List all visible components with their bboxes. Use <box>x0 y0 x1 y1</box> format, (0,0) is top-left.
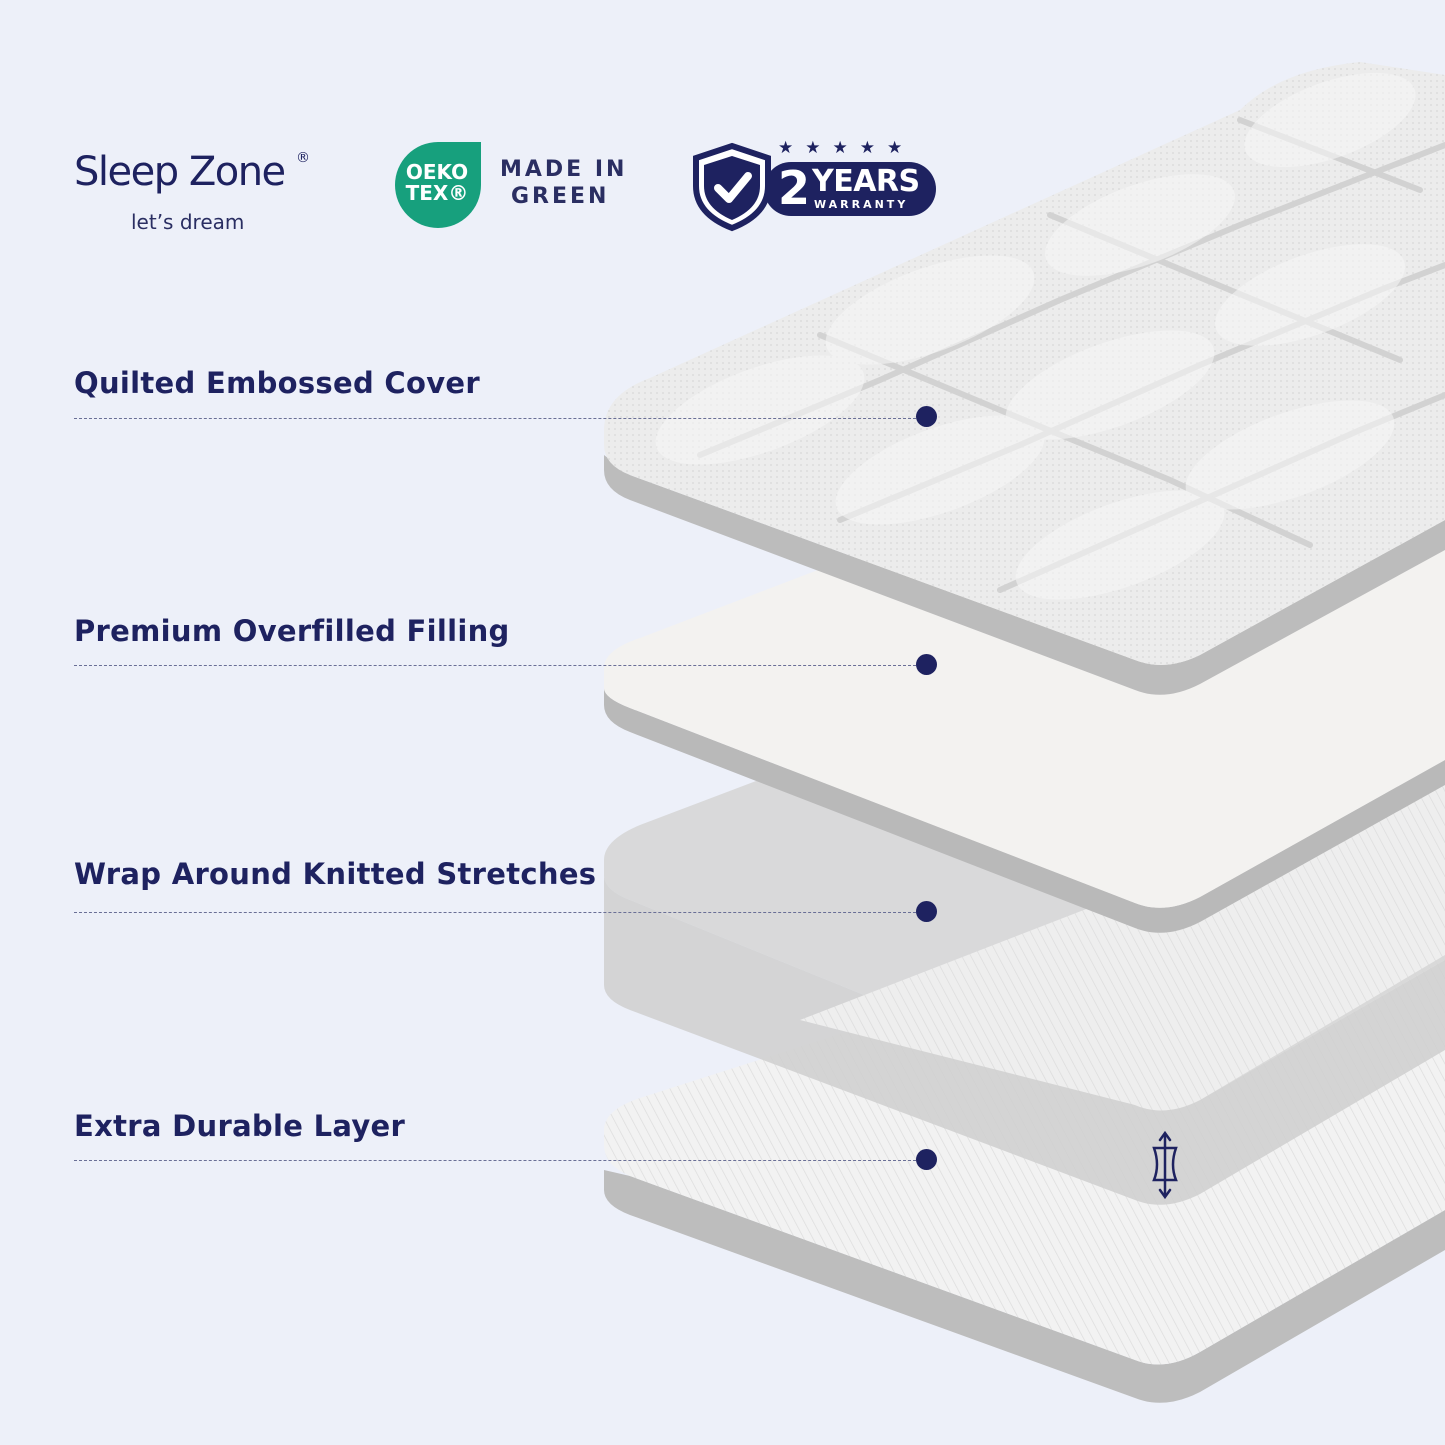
oeko-line2: TEX® <box>405 181 469 205</box>
oeko-text: OEKO TEX® <box>393 162 481 204</box>
leader-dot-cover <box>916 406 937 427</box>
leader-line-filling <box>74 665 916 666</box>
warranty-stars: ★★★★★ <box>778 138 915 158</box>
leader-line-stretch <box>74 912 916 913</box>
stretch-icon <box>1152 1130 1178 1200</box>
brand-tagline: let’s dream <box>131 210 245 234</box>
made-in-green-text: MADE IN GREEN <box>500 156 627 210</box>
oeko-line1: OEKO <box>405 160 469 184</box>
leader-dot-durable <box>916 1149 937 1170</box>
brand-logo: Sleep Zone ® let’s dream <box>74 146 324 234</box>
layer-label-durable: Extra Durable Layer <box>74 1109 406 1143</box>
layer-label-stretch: Wrap Around Knitted Stretches <box>74 857 597 891</box>
leader-line-cover <box>74 418 916 419</box>
leader-dot-stretch <box>916 901 937 922</box>
warranty-badge-shape <box>693 142 936 232</box>
shield-check-icon <box>714 172 752 203</box>
quilted-cover-layer <box>604 62 1445 695</box>
layer-label-cover: Quilted Embossed Cover <box>74 366 481 400</box>
oeko-tex-badge: OEKO TEX® <box>393 140 483 230</box>
leader-line-durable <box>74 1160 916 1161</box>
warranty-years-label: YEARS <box>812 164 920 199</box>
layer-label-filling: Premium Overfilled Filling <box>74 614 510 648</box>
warranty-sub-label: WARRANTY <box>814 198 909 211</box>
warranty-badge: ★★★★★ 2 YEARS WARRANTY <box>692 138 940 234</box>
made-in-line2: GREEN <box>511 184 610 209</box>
leader-dot-filling <box>916 654 937 675</box>
warranty-number: 2 <box>778 161 811 215</box>
made-in-line1: MADE IN <box>500 157 628 182</box>
oeko-leaf-icon <box>395 142 481 228</box>
brand-name: Sleep Zone <box>74 149 286 195</box>
registered-mark: ® <box>296 150 310 166</box>
